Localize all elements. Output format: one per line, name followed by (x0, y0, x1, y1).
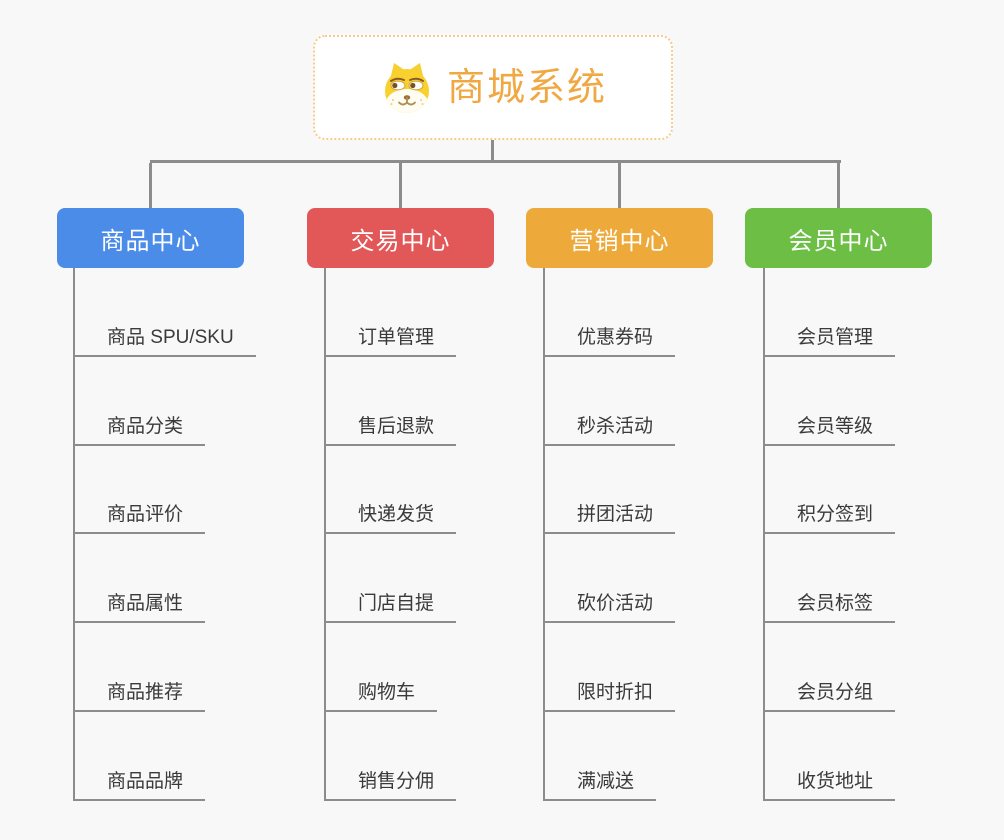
leaf-item[interactable]: 商品 SPU/SKU (73, 327, 256, 357)
branch-rail (149, 160, 841, 163)
leaf-item[interactable]: 会员分组 (763, 682, 896, 712)
root-title: 商城系统 (446, 66, 607, 109)
branch-stub (837, 163, 840, 208)
leaf-item[interactable]: 商品评价 (73, 504, 206, 534)
leaf-item[interactable]: 商品推荐 (73, 682, 206, 712)
branch-label: 营销中心 (569, 227, 670, 255)
leaf-item[interactable]: 限时折扣 (543, 682, 676, 712)
branch-drop-line (763, 268, 765, 801)
branch-label: 交易中心 (350, 227, 451, 255)
leaf-item[interactable]: 积分签到 (763, 504, 896, 534)
branch-drop-line (543, 268, 545, 801)
leaf-item[interactable]: 订单管理 (324, 327, 457, 357)
branch-stub (618, 163, 621, 208)
leaf-item[interactable]: 拼团活动 (543, 504, 676, 534)
leaf-item[interactable]: 优惠券码 (543, 327, 676, 357)
leaf-item[interactable]: 快递发货 (324, 504, 457, 534)
branch-drop-line (324, 268, 326, 801)
leaf-item[interactable]: 秒杀活动 (543, 416, 676, 446)
leaf-item[interactable]: 会员管理 (763, 327, 896, 357)
leaf-item[interactable]: 收货地址 (763, 771, 896, 801)
leaf-item[interactable]: 商品分类 (73, 416, 206, 446)
branch-label: 商品中心 (100, 227, 201, 255)
leaf-item[interactable]: 售后退款 (324, 416, 457, 446)
leaf-item[interactable]: 商品品牌 (73, 771, 206, 801)
branch-header[interactable]: 商品中心 (57, 208, 244, 268)
leaf-item[interactable]: 满减送 (543, 771, 657, 801)
branch-header[interactable]: 营销中心 (526, 208, 713, 268)
branch-drop-line (73, 268, 75, 801)
branch-header[interactable]: 交易中心 (307, 208, 494, 268)
leaf-item[interactable]: 购物车 (324, 682, 438, 712)
leaf-item[interactable]: 会员等级 (763, 416, 896, 446)
leaf-item[interactable]: 门店自提 (324, 593, 457, 623)
leaf-item[interactable]: 销售分佣 (324, 771, 457, 801)
root-node[interactable]: 商城系统 (313, 35, 673, 140)
branch-label: 会员中心 (788, 227, 889, 255)
branch-stub (149, 163, 152, 208)
leaf-item[interactable]: 会员标签 (763, 593, 896, 623)
branch-header[interactable]: 会员中心 (745, 208, 932, 268)
doge-icon (379, 60, 435, 116)
leaf-item[interactable]: 砍价活动 (543, 593, 676, 623)
root-connector-stub (491, 140, 494, 163)
leaf-item[interactable]: 商品属性 (73, 593, 206, 623)
branch-stub (399, 163, 402, 208)
